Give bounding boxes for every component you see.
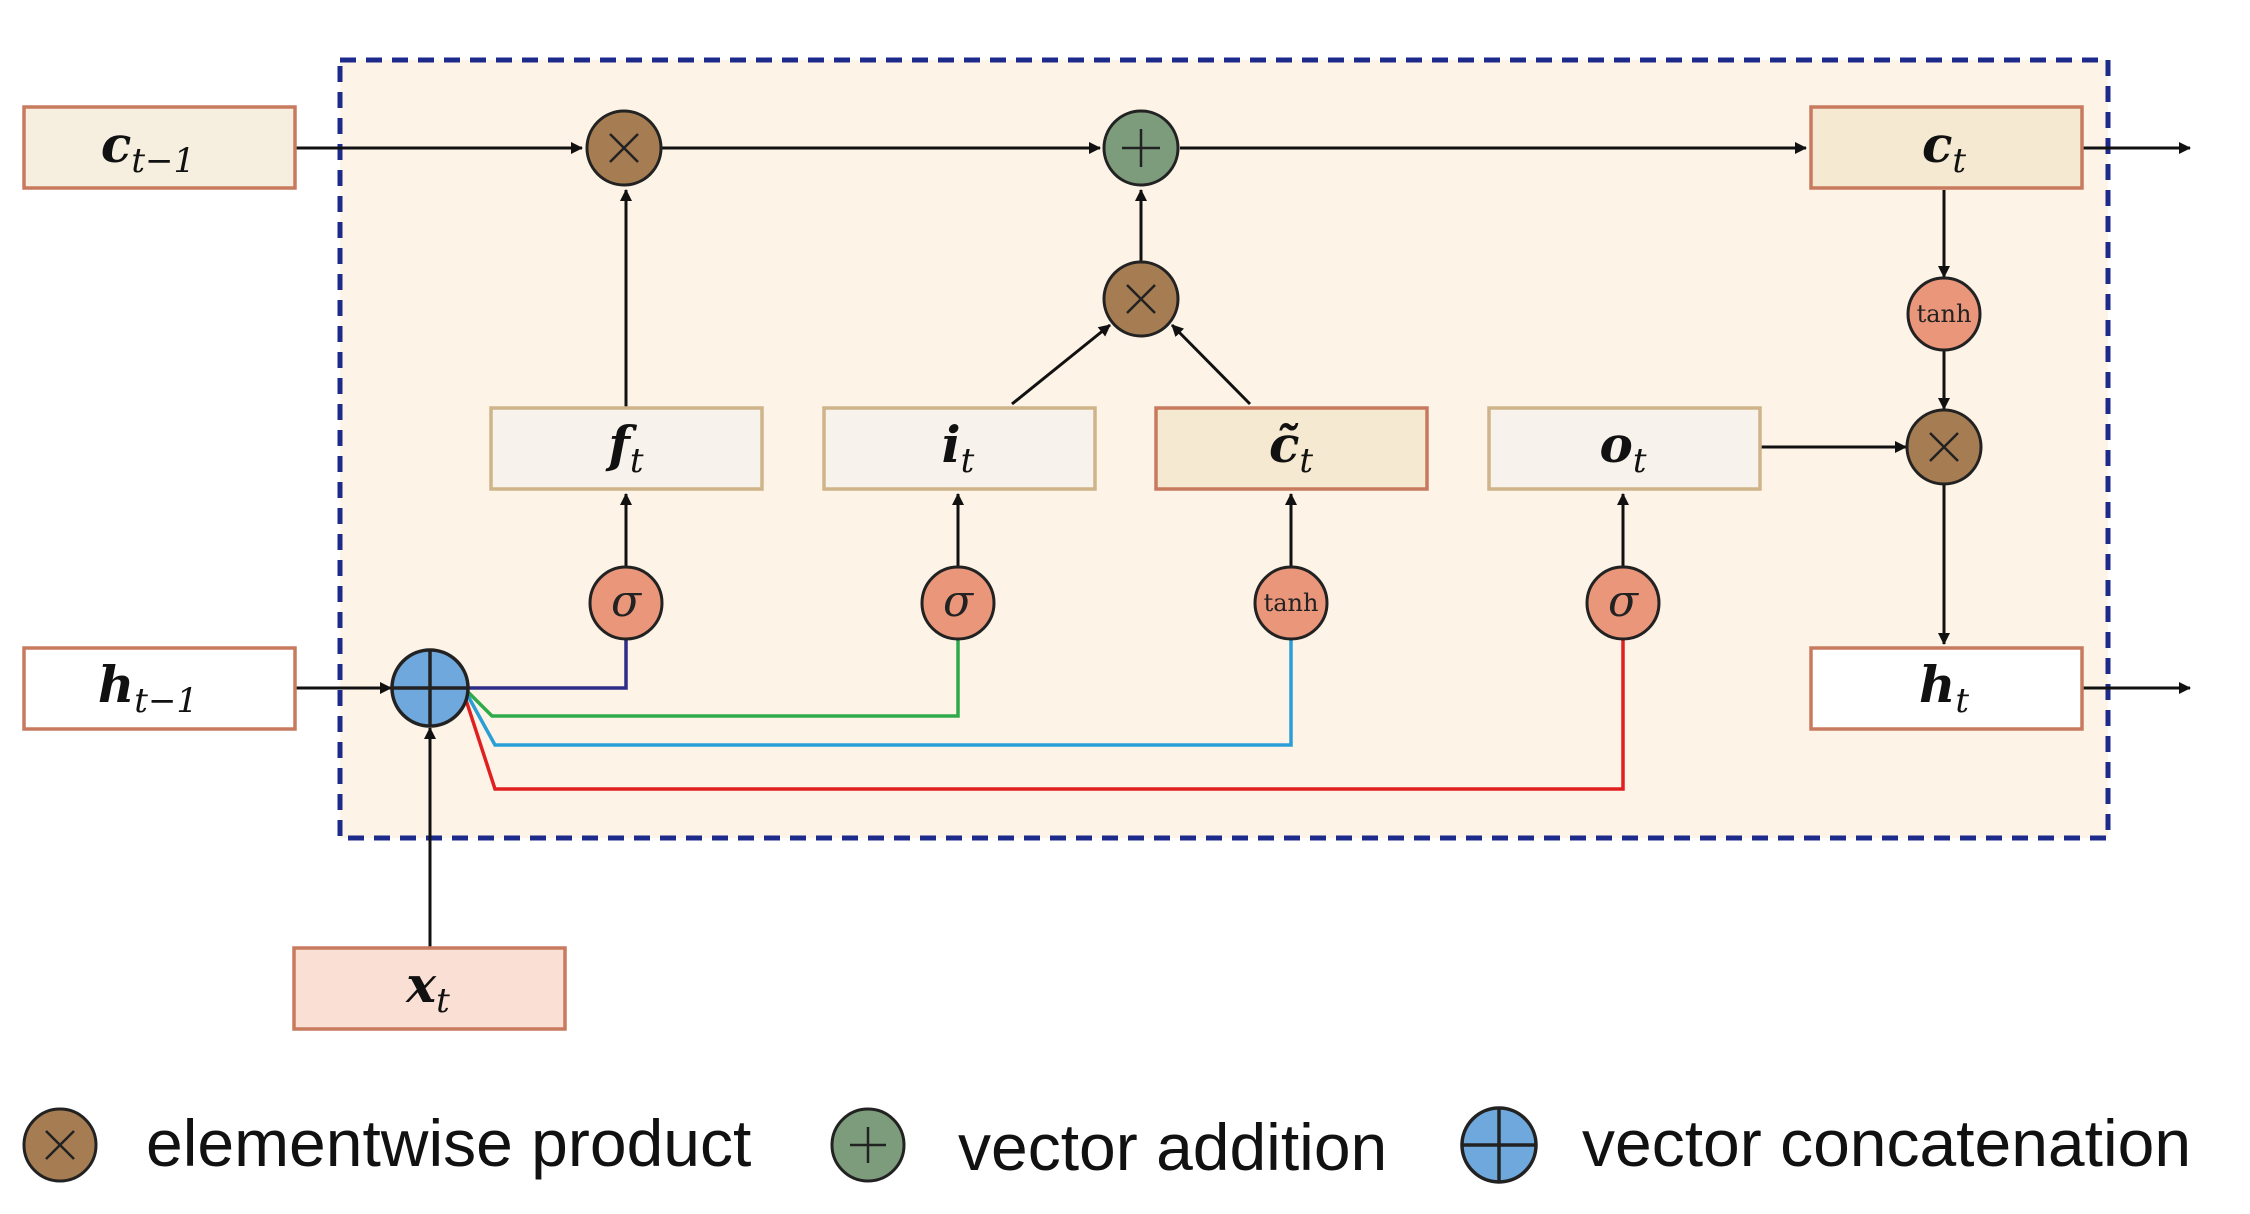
legend-product-icon [22, 1107, 98, 1183]
legend: elementwise product vector addition vect… [22, 1106, 2191, 1184]
legend-addition-label: vector addition [958, 1110, 1387, 1184]
addition-node-cell [1102, 109, 1180, 187]
product-node-forget [585, 109, 663, 187]
svg-text:σ: σ [611, 576, 643, 627]
gate-input-paths [464, 640, 1625, 791]
svg-text:σ: σ [943, 576, 975, 627]
path-candidate [466, 640, 1293, 747]
svg-text:c̃t: c̃t [1269, 415, 1313, 481]
svg-text:tanh: tanh [1264, 589, 1319, 617]
svg-text:it: it [942, 415, 975, 481]
svg-text:tanh: tanh [1917, 300, 1972, 328]
svg-text:ct−1: ct−1 [101, 115, 195, 181]
box-h-prev: ht−1 [22, 646, 297, 731]
legend-product-label: elementwise product [146, 1106, 751, 1180]
gate-box-i: it [822, 406, 1097, 491]
product-node-input [1102, 260, 1180, 338]
concat-node [390, 648, 470, 728]
svg-text:ht: ht [1919, 655, 1969, 721]
legend-concat-icon [1460, 1106, 1538, 1184]
legend-addition-icon [830, 1107, 906, 1183]
svg-text:σ: σ [1608, 576, 1640, 627]
tanh-node-cell: tanh [1906, 276, 1982, 352]
path-forget [468, 640, 628, 690]
path-output [464, 640, 1625, 791]
connections [295, 142, 2191, 948]
gate-box-c-tilde: c̃t [1154, 406, 1429, 491]
svg-text:xt: xt [405, 955, 450, 1021]
path-input [466, 640, 960, 718]
legend-concatenation-label: vector concatenation [1582, 1106, 2191, 1180]
sigma-node-input: σ [920, 565, 996, 641]
gate-box-o: ot [1487, 406, 1762, 491]
sigma-node-output: σ [1585, 565, 1661, 641]
sigma-node-forget: σ [588, 565, 664, 641]
box-c-prev: ct−1 [22, 105, 297, 190]
svg-text:ft: ft [605, 415, 644, 481]
gate-box-f: ft [489, 406, 764, 491]
box-x-t: xt [292, 946, 567, 1031]
svg-text:ot: ot [1599, 415, 1646, 481]
product-node-output [1905, 408, 1983, 486]
svg-text:ht−1: ht−1 [98, 655, 198, 721]
box-c-t: ct [1809, 105, 2084, 190]
svg-text:ct: ct [1922, 115, 1966, 181]
box-h-t: ht [1809, 646, 2084, 731]
tanh-node-candidate: tanh [1253, 565, 1329, 641]
